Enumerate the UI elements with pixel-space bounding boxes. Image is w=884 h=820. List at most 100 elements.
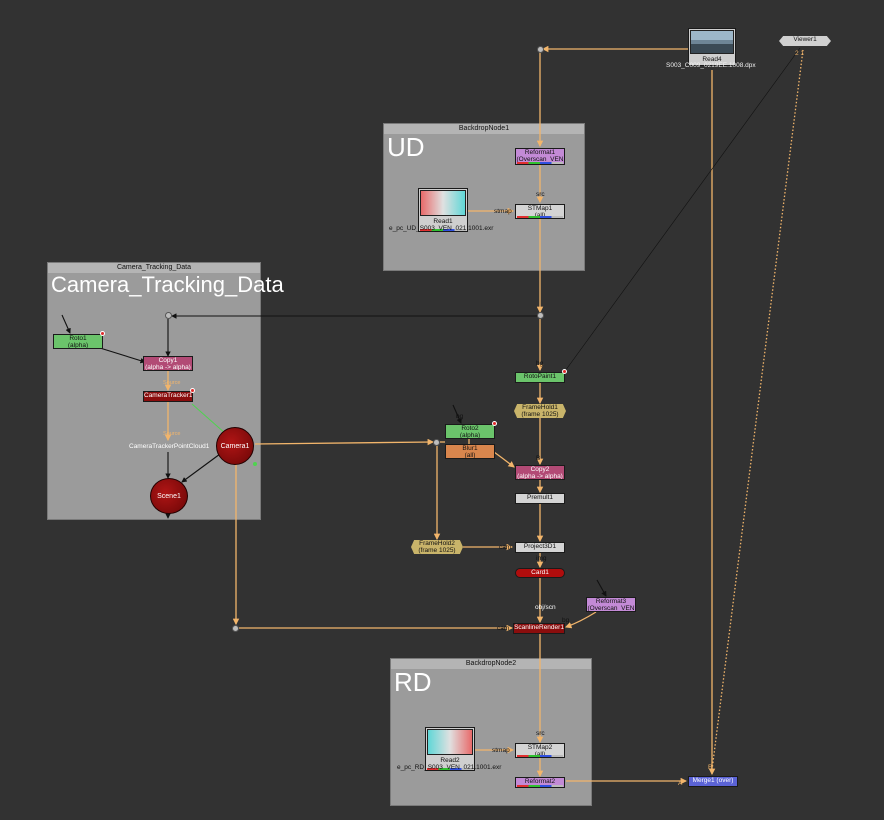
reformat2-label: Reformat2 xyxy=(524,778,556,785)
backdrop-label: UD xyxy=(387,132,425,162)
channel-strip xyxy=(517,755,563,757)
stmap1-label: STMap1 xyxy=(527,205,553,212)
node-framehold2[interactable]: FrameHold2 (frame 1025) xyxy=(411,540,463,554)
pipe-camera-dot2 xyxy=(254,438,435,446)
roto2-sub: (alpha) xyxy=(459,432,481,439)
pipe-reformat3-scanline xyxy=(564,611,597,629)
read2-file: e_pc_RD_S003_VEN_021.1001.exr xyxy=(397,764,502,771)
framehold1-sub: (frame 1025) xyxy=(521,411,559,418)
reformat1-sub: (Overscan_VEN xyxy=(516,156,564,163)
read4-file: S003_C009_0219EE.1008.dpx xyxy=(666,62,756,69)
pipe-label-b-merge: B xyxy=(708,764,713,771)
node-camera1[interactable]: Camera1 xyxy=(216,427,254,465)
pipe-label-img-card: img xyxy=(536,555,547,562)
dot-node-camera[interactable] xyxy=(165,312,172,319)
copy1-label: Copy1 xyxy=(158,357,178,364)
backdrop-title: BackdropNode1 xyxy=(384,124,584,134)
node-card1[interactable]: Card1 xyxy=(515,568,565,578)
camera1-label: Camera1 xyxy=(220,442,250,450)
node-rotopaint1[interactable]: RotoPaint1 xyxy=(515,372,565,383)
premult1-label: Premult1 xyxy=(526,494,553,501)
blur1-sub: (all) xyxy=(464,452,476,459)
dot-node-scanline[interactable] xyxy=(232,625,239,632)
node-reformat1[interactable]: Reformat1 (Overscan_VEN xyxy=(515,148,565,165)
node-roto2[interactable]: Roto2 (alpha) xyxy=(445,424,495,439)
node-read4[interactable]: Read4 xyxy=(688,28,736,66)
roto1-label: Roto1 xyxy=(69,335,87,342)
pipe-label-bg-roto2: bg xyxy=(456,413,464,420)
scene1-label: Scene1 xyxy=(157,492,181,500)
roto2-label: Roto2 xyxy=(461,425,479,432)
reformat3-sub: (Overscan_VEN xyxy=(587,605,635,612)
node-cameratracker1[interactable]: CameraTracker1 xyxy=(143,391,193,402)
channel-strip xyxy=(427,768,473,770)
viewer1-label: Viewer1 xyxy=(793,36,817,43)
framehold2-sub: (frame 1025) xyxy=(418,547,456,554)
node-stmap1[interactable]: STMap1 (all) xyxy=(515,204,565,219)
pipe-label-source-pc: Source xyxy=(163,431,181,437)
node-copy2[interactable]: Copy2 (alpha -> alpha) xyxy=(515,465,565,480)
rotopaint1-mask-indicator xyxy=(562,369,567,374)
pipe-label-src2: src xyxy=(536,730,545,737)
channel-strip xyxy=(420,229,466,231)
reformat1-label: Reformat1 xyxy=(524,149,556,156)
pipe-blur-copy2 xyxy=(493,451,515,468)
pipe-label-b-copy2: B xyxy=(536,455,541,462)
backdrop-label: RD xyxy=(394,667,432,697)
read1-thumbnail xyxy=(420,190,466,216)
node-read1[interactable]: Read1 xyxy=(418,188,468,232)
backdrop-ud[interactable]: BackdropNode1 UD xyxy=(383,123,585,271)
framehold1-label: FrameHold1 xyxy=(522,404,558,411)
node-premult1[interactable]: Premult1 xyxy=(515,493,565,504)
node-pointcloud1[interactable]: CameraTrackerPointCloud1 xyxy=(129,443,210,450)
reformat3-label: Reformat3 xyxy=(595,598,627,605)
cameratracker1-label: CameraTracker1 xyxy=(144,392,193,399)
read2-thumbnail xyxy=(427,729,473,755)
channel-strip xyxy=(517,162,563,164)
node-reformat3[interactable]: Reformat3 (Overscan_VEN xyxy=(586,597,636,612)
read1-file: e_pc_UD_S003_VEN_021.1001.exr xyxy=(389,225,494,232)
pipe-label-stmap2: stmap xyxy=(492,747,510,754)
node-copy1[interactable]: Copy1 (alpha -> alpha) xyxy=(143,356,193,371)
node-scanlinerender1[interactable]: ScanlineRender1 xyxy=(513,623,565,634)
read4-label: Read4 xyxy=(702,56,722,63)
stmap2-label: STMap2 xyxy=(527,744,553,751)
roto1-sub: (alpha) xyxy=(67,342,89,349)
roto2-mask-indicator xyxy=(492,421,497,426)
node-scene1[interactable]: Scene1 xyxy=(150,478,188,514)
copy2-sub: (alpha -> alpha) xyxy=(517,473,563,480)
pipe-reformat3-in xyxy=(596,579,607,597)
channel-strip xyxy=(517,785,563,787)
camera1-connector xyxy=(253,462,257,466)
pipe-viewer-dotted xyxy=(711,49,804,771)
pipe-label-a-merge: A xyxy=(678,780,683,787)
cameratracker1-indicator xyxy=(190,388,195,393)
node-roto1[interactable]: Roto1 (alpha) xyxy=(53,334,103,349)
node-stmap2[interactable]: STMap2 (all) xyxy=(515,743,565,758)
node-viewer1[interactable]: Viewer1 xyxy=(779,36,831,46)
node-read2[interactable]: Read2 xyxy=(425,727,475,771)
dot-node-mid[interactable] xyxy=(537,312,544,319)
pipe-viewer-input xyxy=(559,47,801,379)
backdrop-label: Camera_Tracking_Data xyxy=(51,272,284,297)
stmap2-sub: (all) xyxy=(516,751,564,757)
dot-node-roto2[interactable] xyxy=(433,439,440,446)
pipe-label-obj-scn: obj/scn xyxy=(535,604,556,611)
node-project3d1[interactable]: Project3D1 xyxy=(515,542,565,553)
pipe-label-cam-project: cam xyxy=(499,544,512,551)
backdrop-title: BackdropNode2 xyxy=(391,659,591,669)
read4-thumbnail xyxy=(690,30,734,54)
pipe-label-bg-scanline: bg xyxy=(562,617,570,624)
read1-label: Read1 xyxy=(433,218,453,225)
merge1-label: Merge1 (over) xyxy=(692,777,734,784)
node-merge1[interactable]: Merge1 (over) xyxy=(688,776,738,787)
node-framehold1[interactable]: FrameHold1 (frame 1025) xyxy=(514,404,566,418)
blur1-label: Blur1 xyxy=(462,445,478,452)
copy2-label: Copy2 xyxy=(530,466,550,473)
pipe-label-bg-rotopaint: bg xyxy=(536,360,544,367)
node-blur1[interactable]: Blur1 (all) xyxy=(445,444,495,459)
node-reformat2[interactable]: Reformat2 xyxy=(515,777,565,788)
dot-node-top[interactable] xyxy=(537,46,544,53)
framehold2-label: FrameHold2 xyxy=(419,540,455,547)
